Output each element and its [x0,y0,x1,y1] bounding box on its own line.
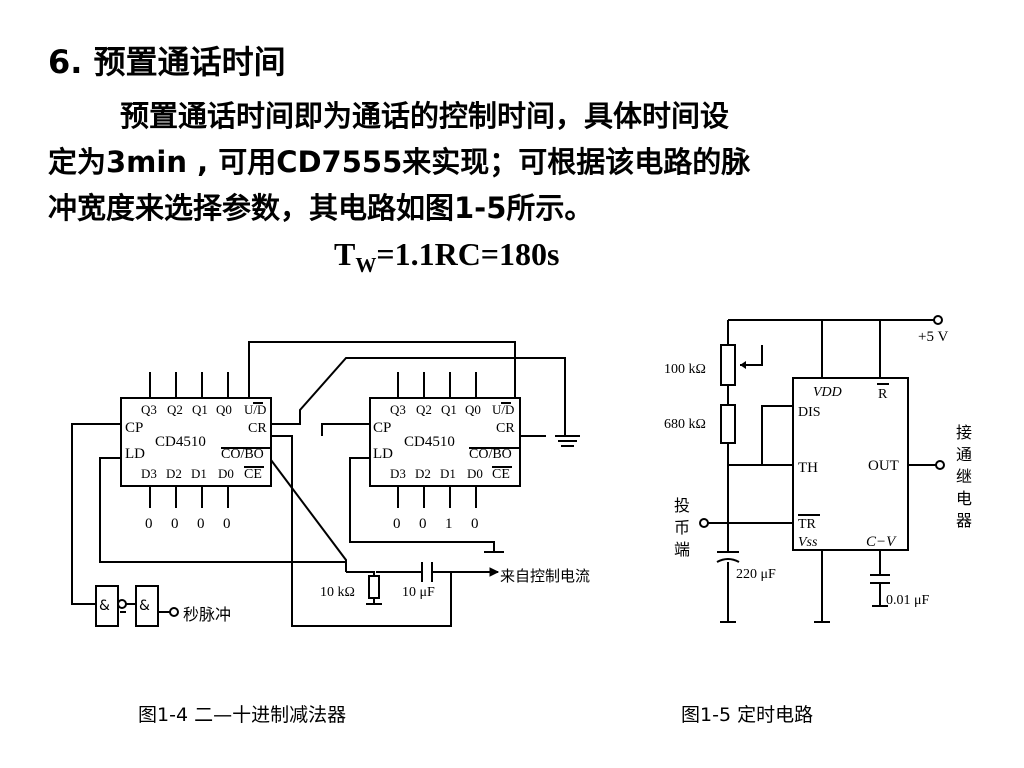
pin-q1: Q1 [192,402,208,417]
pin-d2: D2 [166,466,182,481]
resistor-680k [720,404,736,444]
pin-q3: Q3 [390,402,406,417]
figure-1-5-timer: +5 V 100 kΩ 680 kΩ VDD R DIS TH OUT TR V… [664,315,972,623]
formula-expression: =1.1RC=180s [376,236,560,272]
right-d1-value: 1 [445,516,453,532]
pin-r: R [878,387,888,402]
supply-label: +5 V [918,329,948,345]
coin-label-2: 币 [674,518,690,537]
pin-ld: LD [373,446,393,462]
pot-label: 100 kΩ [664,362,706,377]
pin-q0: Q0 [216,402,232,417]
capacitor-10uf: 10 μF [402,562,435,600]
paragraph-line: 定为3min , 可用CD7555来实现；可根据该电路的脉 [48,145,751,179]
pin-th: TH [798,460,818,476]
right-d0-value: 0 [471,516,479,532]
left-d3-value: 0 [145,516,153,532]
capacitor-0-01uf: 0.01 μF [870,550,930,608]
control-current-label: 来自控制电流 [500,567,590,585]
pin-q1: Q1 [441,402,457,417]
coin-label-3: 端 [674,540,690,559]
potentiometer-100k [720,344,736,386]
pin-co-bo: CO/BO [469,447,512,462]
relay-label-3: 继 [956,467,972,486]
right-chip-body [369,397,521,487]
pin-q0: Q0 [465,402,481,417]
pin-d0: D0 [467,466,483,481]
formula-subscript: W [355,253,377,277]
formula-symbol: T [334,236,356,272]
and-gate-2-symbol: & [139,598,150,614]
pin-cv: C−V [866,534,897,550]
pin-tr: TR [798,517,817,532]
right-d3-value: 0 [393,516,401,532]
resistor-680k-label: 680 kΩ [664,417,706,432]
and-gates: & & 秒脉冲 [95,585,231,627]
slide-title: 6. 预置通话时间 [48,43,286,81]
capacitor-220uf-label: 220 μF [736,567,776,582]
relay-label-4: 电 [956,489,972,508]
relay-label-2: 通 [956,445,972,464]
pin-ud: U/D [492,402,514,417]
pin-q3: Q3 [141,402,157,417]
pin-d2: D2 [415,466,431,481]
pin-q2: Q2 [167,402,183,417]
relay-label-5: 器 [956,511,972,530]
pin-cr: CR [248,421,267,436]
left-cd4510-chip: Q3 Q2 Q1 Q0 U/D CP CR CD4510 LD CO/BO D3… [120,372,272,532]
left-d0-value: 0 [223,516,231,532]
pin-d1: D1 [191,466,207,481]
second-pulse-label: 秒脉冲 [183,605,231,624]
pin-cp: CP [373,420,391,436]
pin-d3: D3 [141,466,157,481]
pin-co-bo: CO/BO [221,447,264,462]
coin-label-1: 投 [674,496,690,515]
pin-vdd: VDD [813,385,842,400]
figure-1-4-caption: 图1-4 二—十进制减法器 [138,704,347,726]
pin-d1: D1 [440,466,456,481]
relay-label-1: 接 [956,423,972,442]
figure-1-4-subtractor: Q3 Q2 Q1 Q0 U/D CP CR CD4510 LD CO/BO D3… [71,341,590,627]
right-cd4510-chip: Q3 Q2 Q1 Q0 U/D CP CR CD4510 LD CO/BO D3… [369,372,521,532]
capacitor-10uf-label: 10 μF [402,585,435,600]
left-d2-value: 0 [171,516,179,532]
right-d2-value: 0 [419,516,427,532]
capacitor-220uf: 220 μF [716,551,776,623]
chip-name: CD4510 [155,434,206,450]
and-gate-1-symbol: & [99,598,110,614]
pin-q2: Q2 [416,402,432,417]
and-gate-2 [135,585,159,627]
pin-dis: DIS [798,405,821,420]
pin-cr: CR [496,421,515,436]
chip-name: CD4510 [404,434,455,450]
subtractor-wiring [71,341,580,627]
resistor-10k: 10 kΩ [320,575,382,605]
pin-ce: CE [244,467,262,482]
pin-out: OUT [868,458,899,474]
left-chip-body [120,397,272,487]
pin-d0: D0 [218,466,234,481]
left-d1-value: 0 [197,516,205,532]
resistor-10k-label: 10 kΩ [320,585,355,600]
pin-ud: U/D [244,402,266,417]
capacitor-0-01uf-label: 0.01 μF [886,593,930,608]
pin-vss: Vss [798,535,818,550]
pulse-width-formula: TW=1.1RC=180s [334,236,559,278]
pin-ld: LD [125,446,145,462]
pin-cp: CP [125,420,143,436]
paragraph-line: 冲宽度来选择参数，其电路如图1-5所示。 [48,191,594,225]
figure-1-5-caption: 图1-5 定时电路 [681,704,814,726]
body-paragraph: 预置通话时间即为通话的控制时间，具体时间设 定为3min , 可用CD7555来… [48,93,978,231]
pin-d3: D3 [390,466,406,481]
pin-ce: CE [492,467,510,482]
paragraph-line: 预置通话时间即为通话的控制时间，具体时间设 [120,99,730,133]
